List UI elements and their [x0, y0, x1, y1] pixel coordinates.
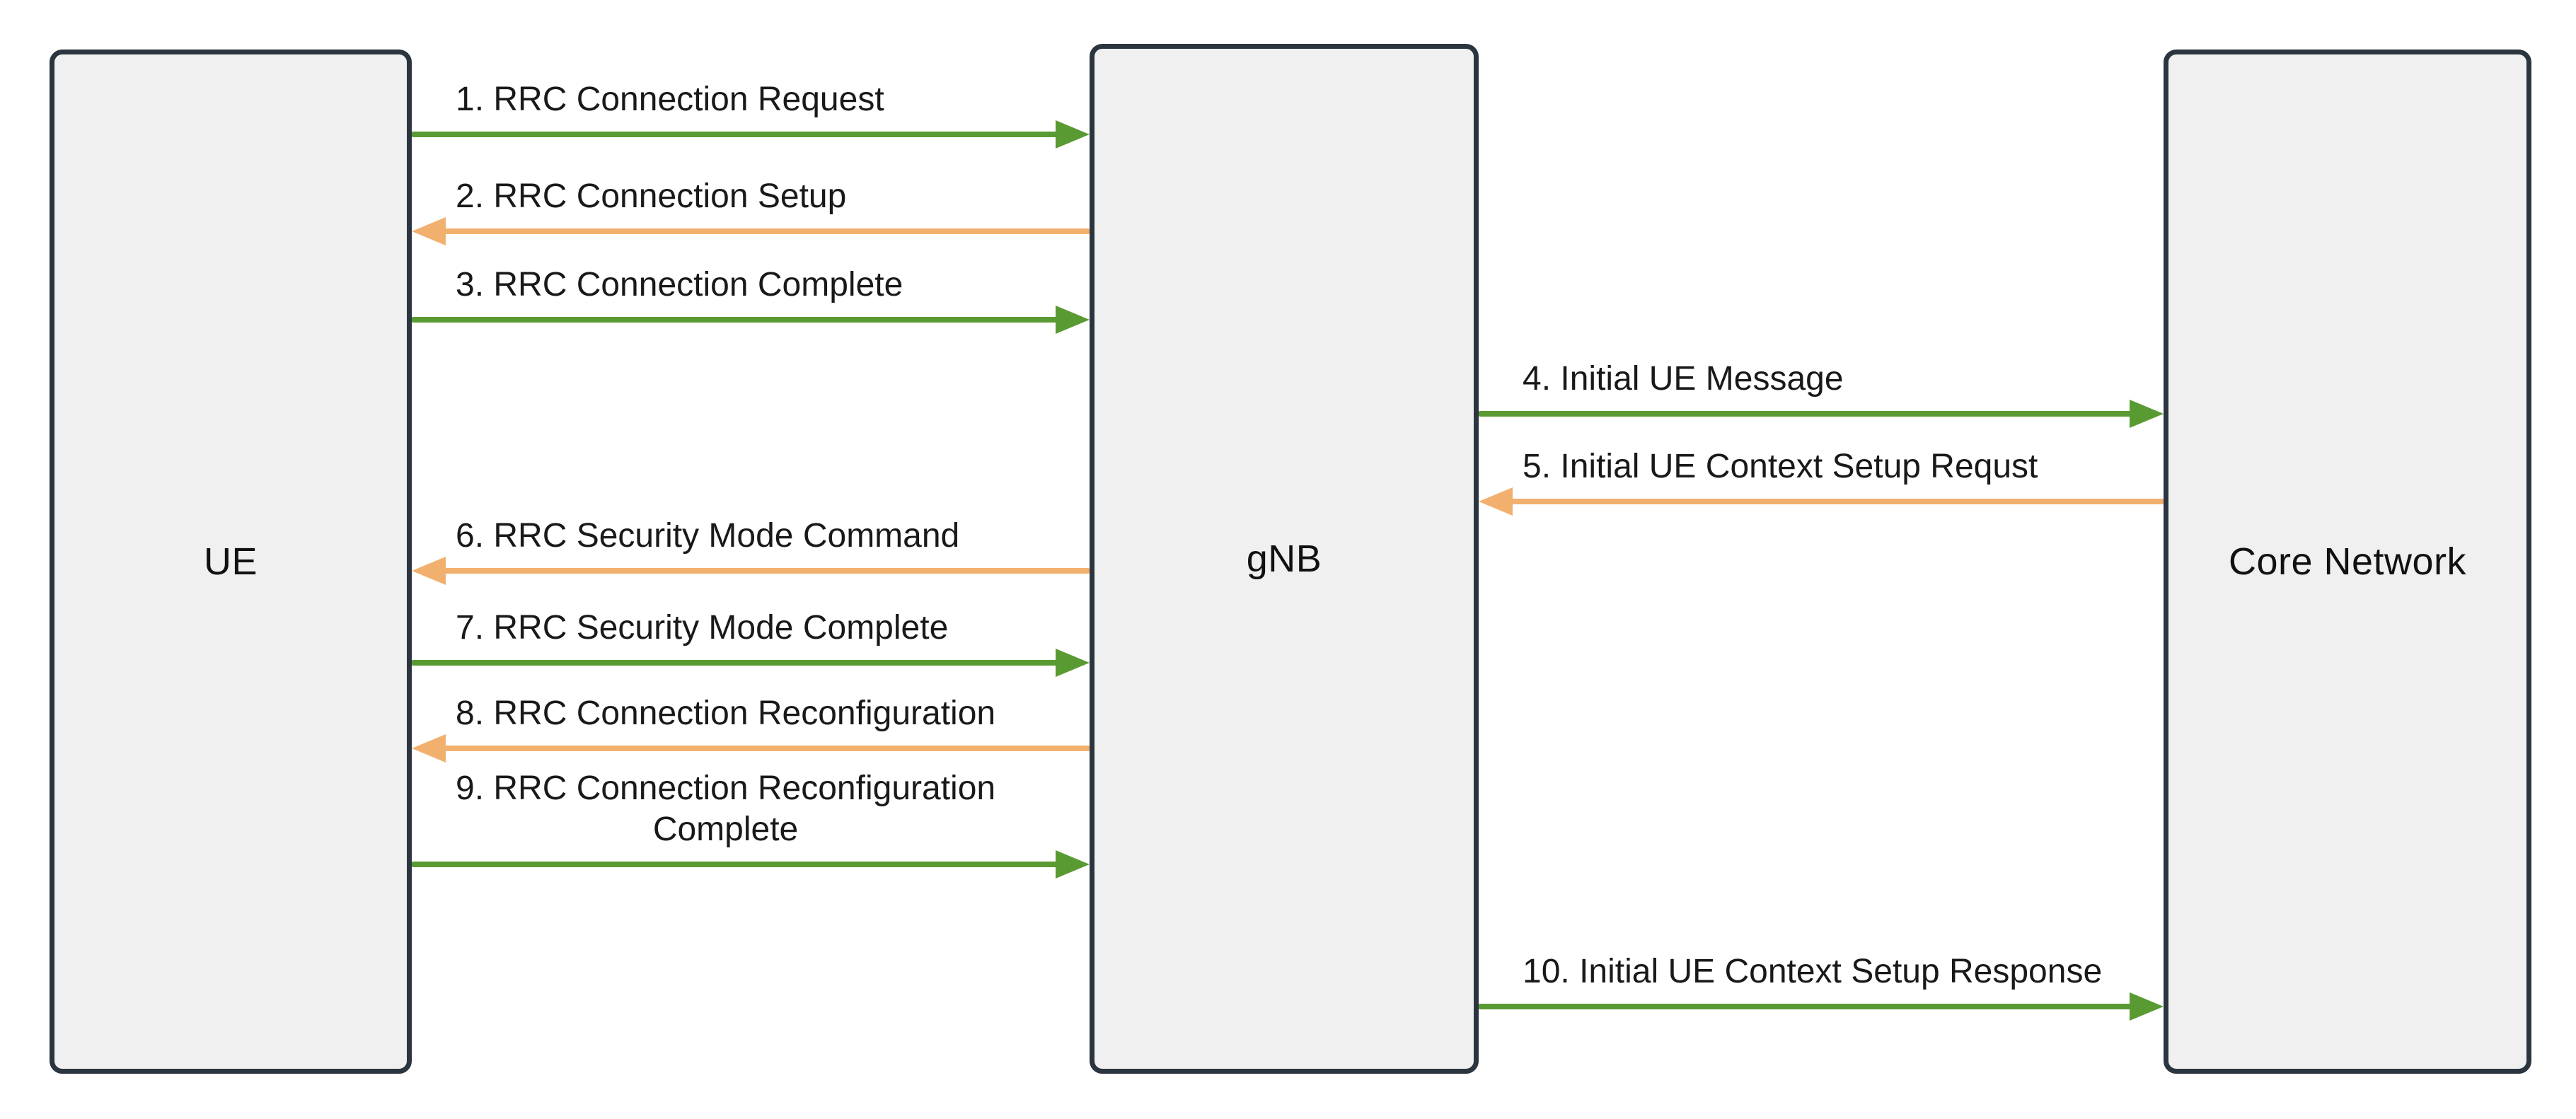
arrowhead-left-icon	[412, 217, 446, 245]
arrowhead-left-icon	[1479, 487, 1513, 516]
arrowhead-right-icon	[1056, 120, 1090, 149]
message-label: 7. RRC Security Mode Complete	[456, 608, 948, 649]
arrow-line	[1507, 499, 2164, 504]
message-label-line: 6. RRC Security Mode Command	[456, 517, 960, 555]
message-label: 5. Initial UE Context Setup Requst	[1523, 446, 2038, 487]
message-label-line: 4. Initial UE Message	[1523, 360, 1844, 398]
arrow-line	[440, 568, 1090, 574]
arrowhead-right-icon	[1056, 850, 1090, 879]
arrowhead-right-icon	[2130, 992, 2164, 1021]
message-label-line: 9. RRC Connection Reconfiguration	[456, 770, 996, 807]
arrowhead-left-icon	[412, 557, 446, 585]
entity-label-gnb: gNB	[1246, 538, 1322, 580]
arrow-line	[1479, 1004, 2135, 1009]
message-label-line: 2. RRC Connection Setup	[456, 178, 847, 215]
arrow-line	[412, 317, 1061, 323]
arrowhead-right-icon	[2130, 400, 2164, 428]
message-label-line: 3. RRC Connection Complete	[456, 266, 903, 303]
entity-box-ue: UE	[50, 50, 412, 1074]
arrow-line	[412, 660, 1061, 666]
message-label: 6. RRC Security Mode Command	[456, 516, 959, 557]
message-label-line: 7. RRC Security Mode Complete	[456, 609, 949, 647]
message-label-line: 8. RRC Connection Reconfiguration	[456, 695, 996, 732]
message-label-line: 1. RRC Connection Request	[456, 81, 884, 118]
message-label-line: Complete	[652, 811, 799, 848]
message-label: 3. RRC Connection Complete	[456, 265, 903, 306]
message-label: 2. RRC Connection Setup	[456, 176, 846, 217]
arrow-line	[440, 228, 1090, 234]
entity-label-ue: UE	[203, 540, 258, 583]
arrowhead-right-icon	[1056, 306, 1090, 334]
arrowhead-left-icon	[412, 734, 446, 763]
arrow-line	[1479, 411, 2135, 417]
arrow-line	[440, 746, 1090, 751]
entity-label-core: Core Network	[2228, 540, 2467, 583]
message-label-line: 5. Initial UE Context Setup Requst	[1523, 448, 2038, 485]
message-label-line: 10. Initial UE Context Setup Response	[1523, 953, 2103, 990]
entity-box-gnb: gNB	[1090, 44, 1479, 1074]
message-label: 1. RRC Connection Request	[456, 79, 884, 120]
entity-box-core: Core Network	[2164, 50, 2531, 1074]
message-label: 4. Initial UE Message	[1523, 359, 1844, 400]
arrow-line	[412, 132, 1061, 137]
message-label: 8. RRC Connection Reconfiguration	[456, 693, 995, 734]
arrow-line	[412, 862, 1061, 867]
arrowhead-right-icon	[1056, 649, 1090, 677]
message-label: 10. Initial UE Context Setup Response	[1523, 951, 2102, 992]
